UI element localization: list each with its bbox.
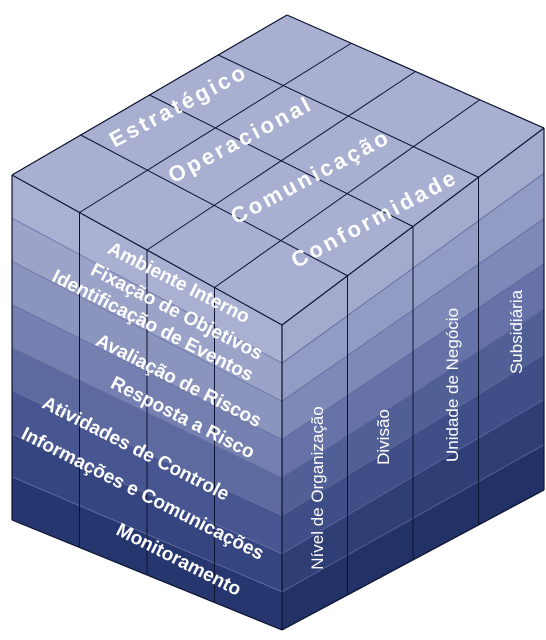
cube-edge bbox=[281, 489, 545, 631]
cube-edge bbox=[281, 127, 545, 326]
top-surface bbox=[12, 15, 544, 325]
top-col-line bbox=[214, 99, 481, 288]
right-label-unidade-negocio: Unidade de Negócio bbox=[443, 308, 462, 462]
top-col-line bbox=[79, 42, 352, 213]
right-label-divisao: Divisão bbox=[374, 409, 393, 465]
cube-edge bbox=[286, 14, 545, 129]
cube-edge bbox=[11, 519, 283, 631]
cube-edge bbox=[11, 174, 283, 326]
top-face bbox=[11, 14, 545, 631]
right-label-nivel-organizacao: Nível de Organização bbox=[308, 406, 327, 569]
left-face bbox=[11, 175, 283, 630]
cube-edge bbox=[11, 14, 288, 176]
right-label-subsidiaria: Subsidiária bbox=[507, 289, 526, 374]
right-face bbox=[281, 128, 545, 630]
top-col-line bbox=[146, 71, 416, 251]
